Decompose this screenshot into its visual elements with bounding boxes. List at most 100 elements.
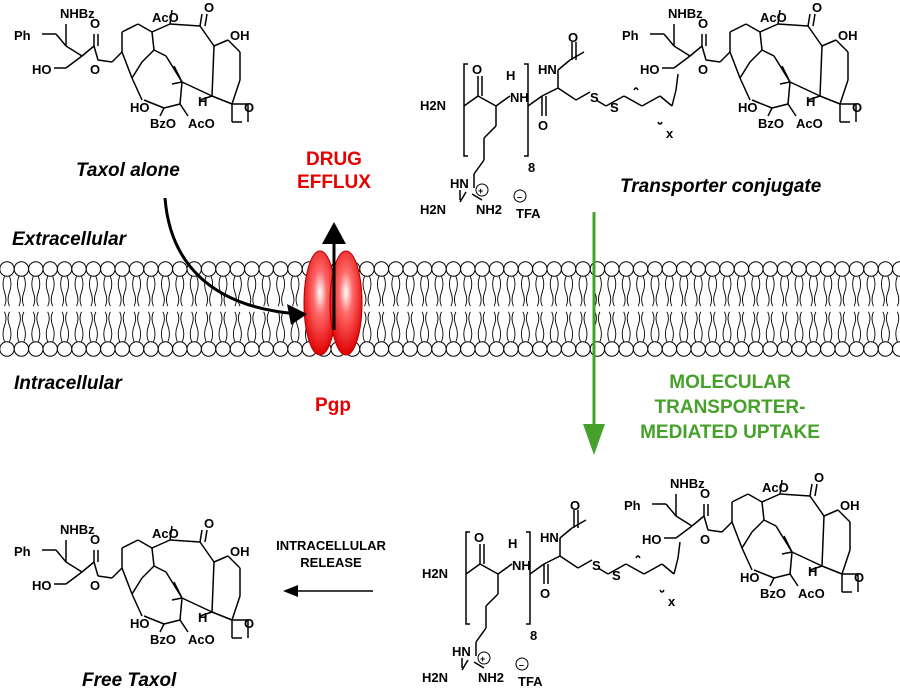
- lipid-head: [56, 261, 73, 277]
- lipid-tail: [463, 276, 468, 307]
- aco-label: AcO: [798, 586, 825, 601]
- lipid-tail: [842, 276, 847, 307]
- lipid-head: [388, 341, 404, 357]
- lipid-head: [805, 341, 822, 357]
- lipid-head: [704, 341, 721, 357]
- lipid-tail: [453, 311, 458, 342]
- lipid-tail: [463, 311, 468, 342]
- lipid-tail: [679, 276, 684, 307]
- o-label: O: [852, 100, 862, 115]
- lipid-tail: [60, 276, 65, 307]
- x-label: x: [668, 594, 676, 609]
- lipid-head: [848, 341, 865, 357]
- lipid-tail: [103, 311, 108, 342]
- lipid-tail: [79, 276, 84, 307]
- lipid-head: [373, 341, 390, 357]
- lipid-tail: [583, 311, 588, 342]
- lipid-tail: [396, 276, 401, 307]
- hn-label: HN: [452, 644, 471, 659]
- lipid-head: [762, 261, 778, 277]
- lipid-tail: [189, 276, 194, 307]
- lipid-head: [71, 261, 87, 277]
- ph-label: Ph: [624, 498, 641, 513]
- lipid-head: [0, 341, 15, 357]
- lipid-tail: [247, 311, 252, 342]
- lipid-tail: [151, 311, 156, 342]
- lipid-head: [892, 261, 900, 277]
- lipid-tail: [765, 276, 770, 307]
- lipid-tail: [669, 276, 674, 307]
- extracellular-caption: Extracellular: [12, 229, 127, 250]
- lipid-head: [546, 341, 562, 357]
- lipid-tail: [823, 276, 828, 307]
- lipid-head: [532, 261, 548, 277]
- lipid-tail: [439, 276, 444, 307]
- lipid-tail: [391, 276, 396, 307]
- lipid-head: [85, 341, 102, 357]
- lipid-tail: [165, 276, 170, 307]
- lipid-head: [560, 341, 577, 357]
- uptake-line1: MOLECULAR: [669, 372, 791, 393]
- lipid-tail: [448, 311, 453, 342]
- lipid-head: [215, 341, 231, 357]
- taxol-molecule-bottom-left: NHBz Ph HO O O AcO O OH HO BzO H AcO O: [14, 516, 254, 647]
- h-label: H: [806, 94, 815, 109]
- lipid-tail: [362, 276, 367, 307]
- lipid-tail: [36, 276, 41, 307]
- lipid-tail: [837, 311, 842, 342]
- lipid-tail: [621, 276, 626, 307]
- lipid-head: [748, 261, 764, 277]
- lipid-tail: [621, 311, 626, 342]
- lipid-tail: [218, 311, 223, 342]
- drug-efflux-line1: DRUG: [306, 149, 362, 170]
- lipid-tail: [88, 276, 93, 307]
- lipid-tail: [554, 311, 559, 342]
- lipid-tail: [578, 311, 583, 342]
- lipid-tail: [160, 311, 165, 342]
- lipid-tail: [857, 311, 862, 342]
- lipid-tail: [698, 276, 703, 307]
- lipid-tail: [564, 311, 569, 342]
- lipid-tail: [525, 276, 530, 307]
- ho-label: HO: [32, 62, 52, 77]
- lipid-tail: [842, 311, 847, 342]
- lipid-head: [488, 341, 505, 357]
- lipid-tail: [367, 276, 372, 307]
- lipid-tail: [569, 276, 574, 307]
- lipid-tail: [189, 311, 194, 342]
- lipid-tail: [794, 311, 799, 342]
- lipid-tail: [175, 311, 180, 342]
- lipid-head: [676, 261, 692, 277]
- lipid-tail: [194, 276, 199, 307]
- lipid-tail: [232, 276, 237, 307]
- lipid-head: [373, 261, 390, 277]
- lipid-tail: [751, 276, 756, 307]
- hn-label: HN: [538, 62, 557, 77]
- lipid-tail: [785, 311, 790, 342]
- lipid-tail: [434, 311, 439, 342]
- lipid-tail: [770, 276, 775, 307]
- aco-label: AcO: [760, 10, 787, 25]
- lipid-tail: [540, 276, 545, 307]
- lipid-tail: [492, 276, 497, 307]
- lipid-tail: [693, 311, 698, 342]
- drug-efflux-label: DRUG EFFLUX: [284, 148, 384, 194]
- lipid-tail: [655, 311, 660, 342]
- repeat-n-label: 8: [530, 628, 537, 643]
- lipid-head: [647, 341, 663, 357]
- lipid-tail: [420, 311, 425, 342]
- lipid-tail: [492, 311, 497, 342]
- lipid-tail: [209, 311, 214, 342]
- aco-label: AcO: [796, 116, 823, 131]
- minus-charge-icon: –: [517, 192, 522, 202]
- lipid-tail: [497, 311, 502, 342]
- lipid-head: [287, 261, 303, 277]
- lipid-tail: [50, 276, 55, 307]
- lipid-head: [460, 341, 476, 357]
- lipid-tail: [799, 276, 804, 307]
- aco-label: AcO: [762, 480, 789, 495]
- lipid-head: [503, 261, 519, 277]
- lipid-tail: [641, 311, 646, 342]
- lipid-tail: [391, 311, 396, 342]
- lipid-head: [661, 261, 678, 277]
